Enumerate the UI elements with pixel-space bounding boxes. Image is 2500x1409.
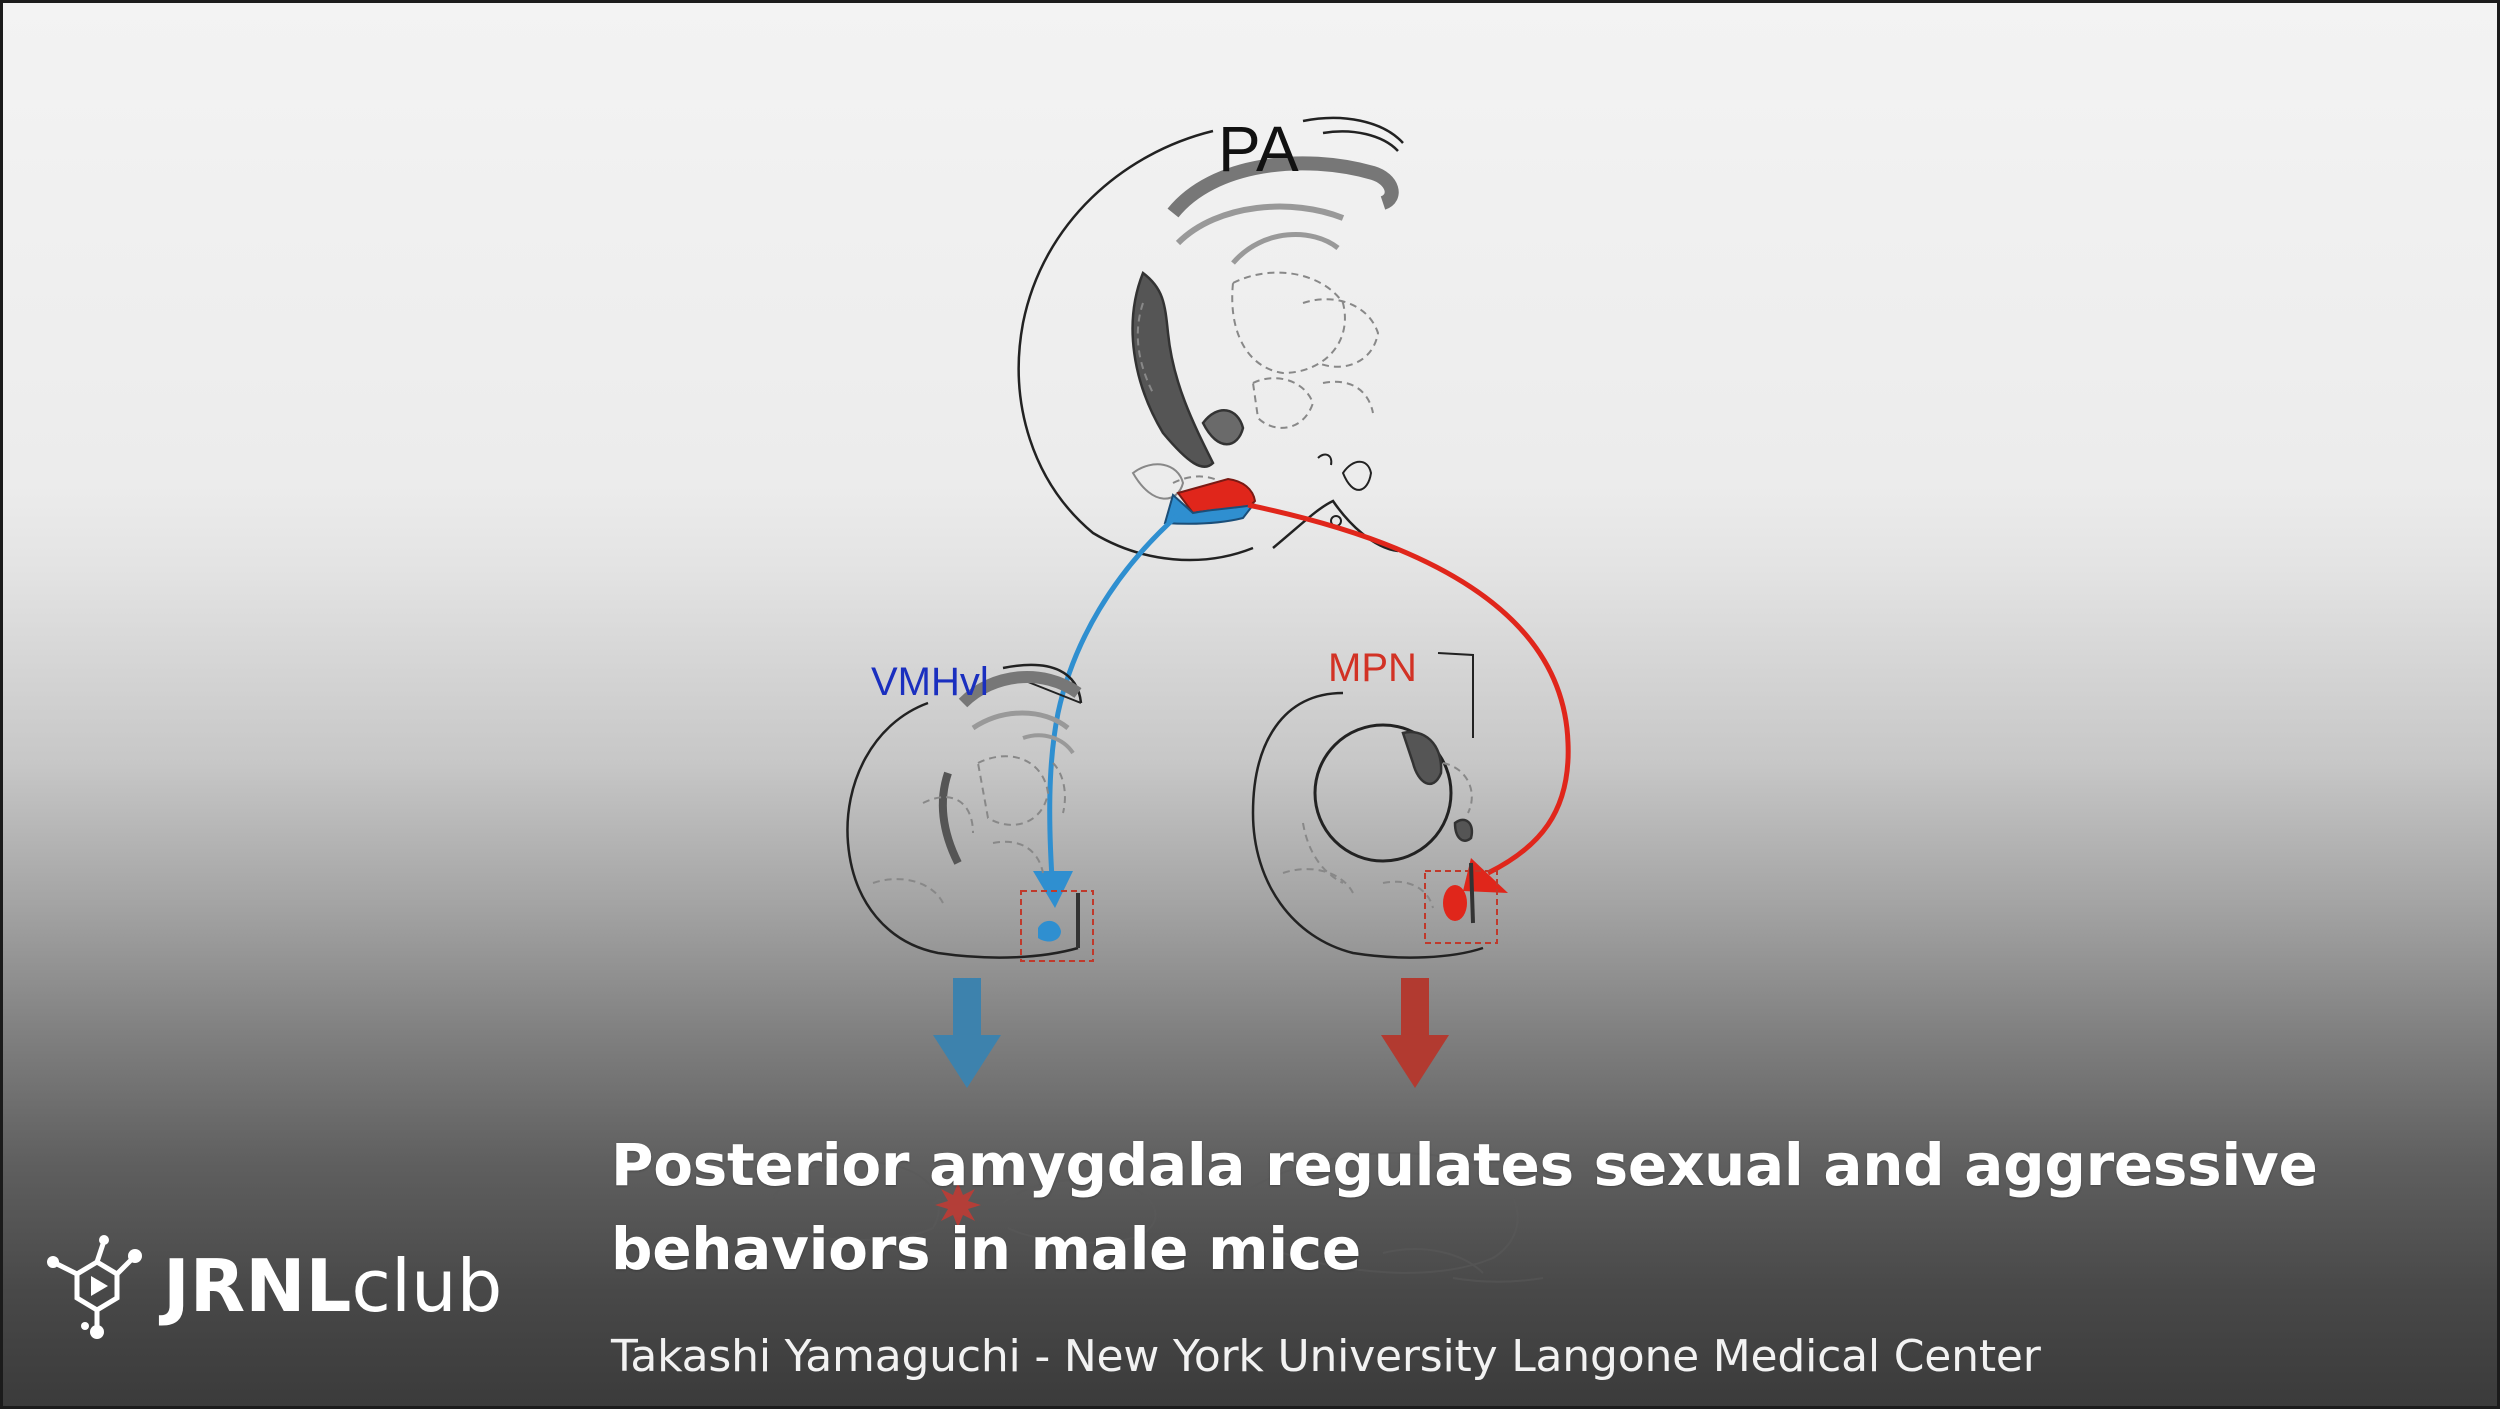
author-affiliation: Takashi Yamaguchi - New York University … — [611, 1331, 2041, 1382]
brain-pathway-figure: PA VMHvl — [772, 113, 1571, 1283]
video-title: Posterior amygdala regulates sexual and … — [611, 1131, 2318, 1283]
blue-pathway-arrow — [1047, 513, 1180, 894]
mice-behavior-illustration — [772, 1152, 1544, 1283]
pa-label: PA — [1218, 113, 1299, 185]
pa-blue-region — [1163, 493, 1256, 525]
vmhvl-label: VMHvl — [871, 660, 989, 704]
mpn-red-region — [1443, 885, 1467, 921]
red-pathway-arrow — [1247, 502, 1571, 876]
blue-down-arrow — [933, 978, 1001, 1088]
vmhvl-brain-section — [846, 663, 1083, 959]
red-down-arrow — [1381, 978, 1449, 1088]
blue-pathway-arrowhead — [1033, 871, 1073, 908]
fight-spark-icon — [935, 1183, 981, 1227]
vmhvl-highlight-box — [1020, 890, 1094, 962]
mpn-highlight-box — [1424, 870, 1498, 944]
brand-name-light: club — [351, 1243, 503, 1328]
network-play-icon — [47, 1234, 142, 1339]
mpn-label: MPN — [1328, 646, 1417, 690]
jrnlclub-logo: JRNLclub — [41, 1228, 502, 1343]
brand-name-bold: JRNL — [163, 1243, 352, 1328]
vmhvl-blue-region — [1038, 920, 1061, 942]
mpn-brain-section — [1251, 652, 1484, 959]
mpn-midline — [1469, 862, 1475, 924]
pa-brain-section — [1017, 116, 1404, 562]
brand-name: JRNLclub — [163, 1244, 502, 1328]
